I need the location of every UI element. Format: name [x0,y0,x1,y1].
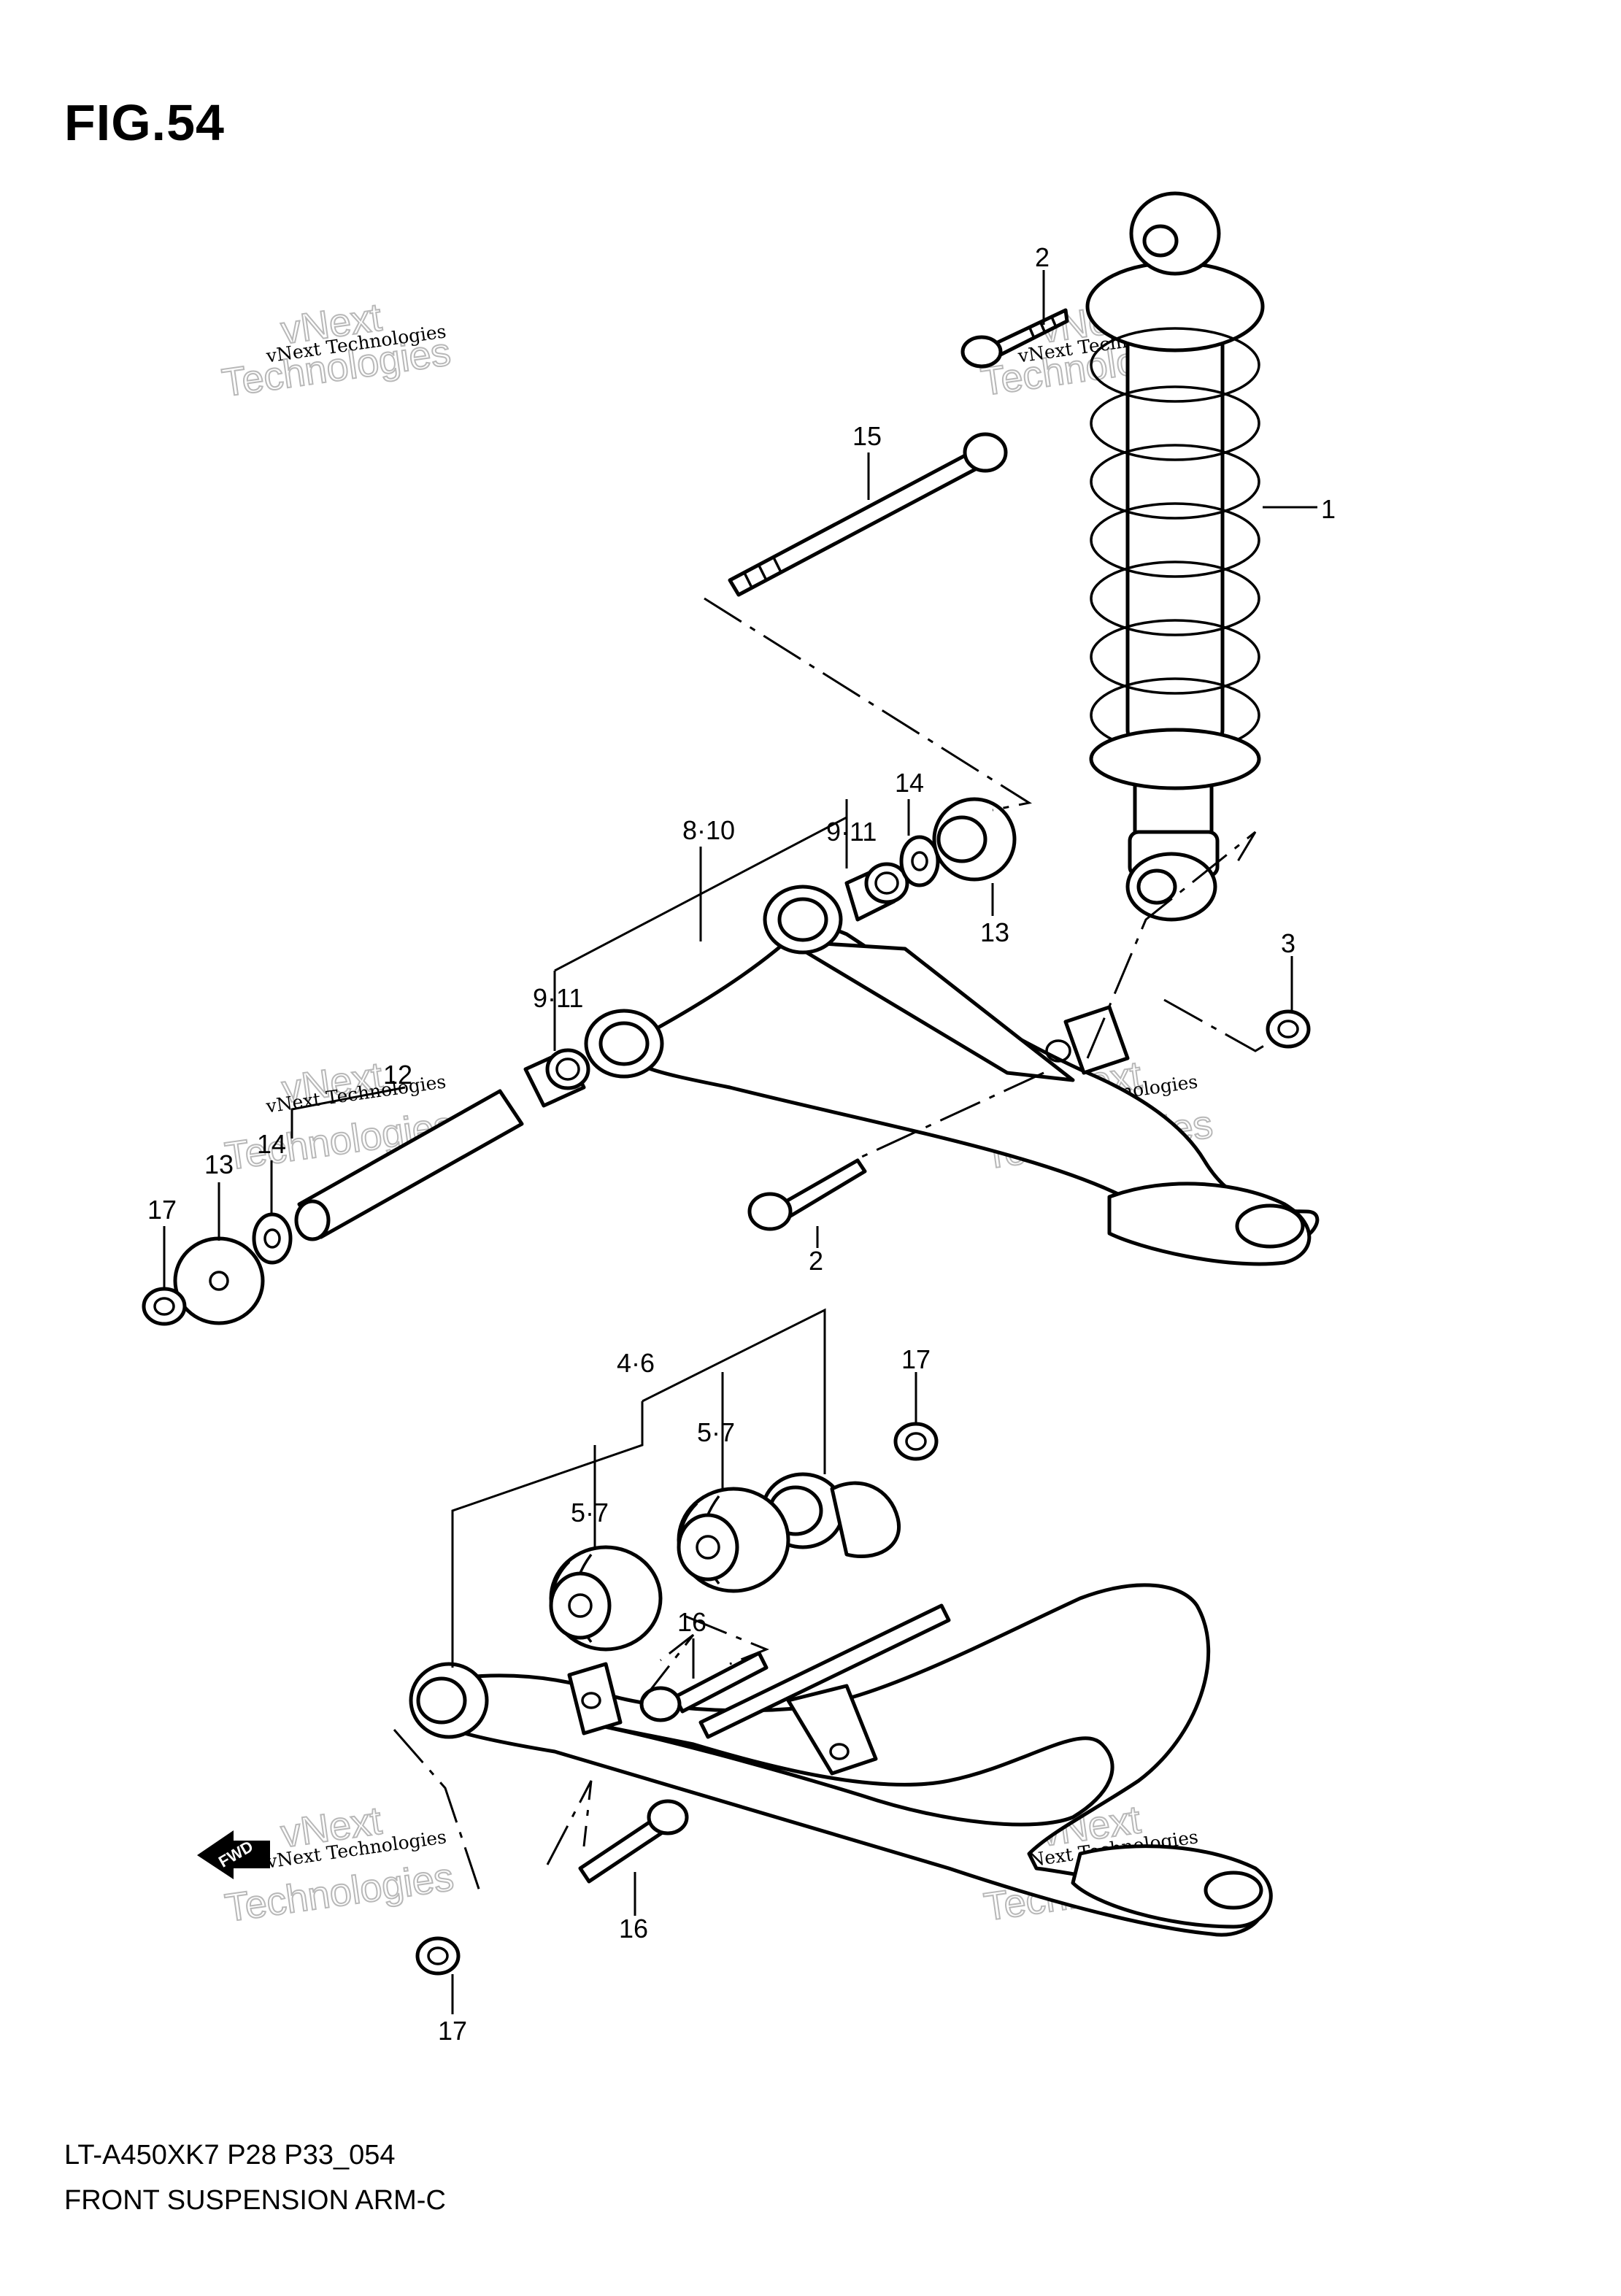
callout-17-bottom: 17 [438,2016,467,2046]
washer-upper-14 [899,835,940,887]
lower-suspension-arm [409,1472,1273,1937]
callout-8-10: 8·10 [682,815,735,845]
cap-front-13 [173,1236,265,1325]
callout-1: 1 [1321,494,1336,524]
bushing-upper-front [523,1048,590,1108]
callout-2-upper: 2 [1035,242,1050,272]
figure-name: FRONT SUSPENSION ARM-C [64,2185,446,2216]
callout-15: 15 [852,421,882,451]
washer-front-14 [252,1212,293,1265]
nut-lower-bottom-17 [415,1936,461,1976]
callout-16-upper: 16 [677,1607,706,1637]
cap-upper-13 [932,797,1017,882]
alignment-lines [393,597,1274,1898]
callout-14-front: 14 [257,1129,286,1159]
bolt-16-upper [639,1651,769,1722]
rubber-bushing-left [549,1545,663,1652]
nut-3 [1266,1009,1311,1049]
callout-14-upper: 14 [895,768,924,798]
callout-9-11-rear: 9·11 [826,817,877,847]
callout-4-6: 4·6 [617,1348,655,1378]
callout-17-front: 17 [147,1195,177,1225]
watermark-top-left: Technologies vNext vNext Technologies [219,295,455,407]
bolt-upper-2 [960,308,1069,369]
figure-title: FIG.54 [64,94,225,151]
callout-13-upper: 13 [980,917,1009,947]
callout-2-lower: 2 [809,1246,823,1276]
callout-9-11-front: 9·11 [533,983,583,1013]
nut-front-17 [142,1287,187,1326]
nut-lower-right-17 [893,1422,939,1461]
bushing-upper-rear [844,862,909,922]
bolt-16-lower [578,1799,689,1884]
callout-labels: 1 2 2 3 15 8·10 9·11 9·11 14 13 12 13 14… [147,242,1336,2046]
bolt-lower-2 [747,1158,867,1231]
sleeve-12 [294,1089,524,1241]
leader-lines [163,270,1317,2014]
upper-suspension-arm [584,885,1320,1266]
figure-code: LT-A450XK7 P28 P33_054 [64,2140,396,2170]
long-bolt-15 [728,432,1008,597]
callout-17-right: 17 [901,1344,931,1374]
callout-5-7-left: 5·7 [571,1498,609,1528]
callout-5-7-right: 5·7 [697,1417,735,1447]
rubber-bushing-right [677,1487,790,1593]
callout-16-lower: 16 [619,1914,648,1943]
fwd-arrow-icon: FWD [197,1830,270,1879]
callout-13-front: 13 [204,1149,234,1179]
shock-absorber [1085,191,1265,922]
callout-3: 3 [1281,928,1295,958]
callout-12: 12 [383,1060,412,1090]
